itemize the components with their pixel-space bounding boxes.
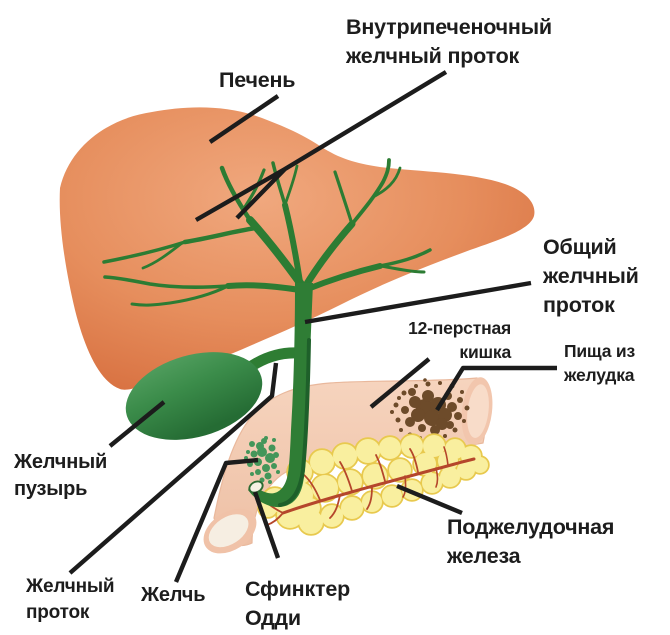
pancreatic-duct <box>263 446 476 526</box>
label-duodenum: 12-перстная кишка <box>408 318 511 362</box>
label-common-bile-duct: Общий желчный проток <box>543 235 639 318</box>
pointer-bile <box>173 457 259 583</box>
label-gallbladder: Желчный пузырь <box>14 451 108 501</box>
pointer-bile-duct <box>68 362 279 575</box>
pointer-sphincter <box>252 491 281 559</box>
label-bile-duct: Желчный проток <box>26 576 115 623</box>
gallbladder-shape <box>125 352 263 440</box>
duodenum-open-end-left <box>203 508 257 554</box>
common-bile-duct-shading <box>278 338 311 507</box>
pointer-common-bile-duct <box>304 280 532 325</box>
pointer-gallbladder <box>108 400 166 448</box>
food-particles <box>390 378 470 447</box>
common-bile-duct-shape <box>248 283 313 508</box>
label-intrahepatic-duct: Внутрипеченочный желчный проток <box>346 15 552 69</box>
pointer-duodenum <box>369 357 431 409</box>
sphincter-of-oddi-opening <box>248 480 264 494</box>
label-sphincter-of-oddi: Сфинктер Одди <box>245 577 351 631</box>
bile-duct-tree <box>102 158 432 307</box>
pointer-liver <box>208 94 280 144</box>
pointer-lines <box>68 70 557 583</box>
label-bile: Желчь <box>141 584 206 606</box>
pointer-intrahepatic-duct <box>194 70 448 222</box>
bile-particles <box>244 436 280 484</box>
label-pancreas: Поджелудочная железа <box>447 515 615 569</box>
pointer-pancreas <box>396 483 463 516</box>
label-food-from-stomach: Пища из желудка <box>564 341 635 385</box>
label-liver: Печень <box>219 68 296 92</box>
pointer-food <box>435 365 557 412</box>
duodenum-open-end-right <box>461 377 493 445</box>
